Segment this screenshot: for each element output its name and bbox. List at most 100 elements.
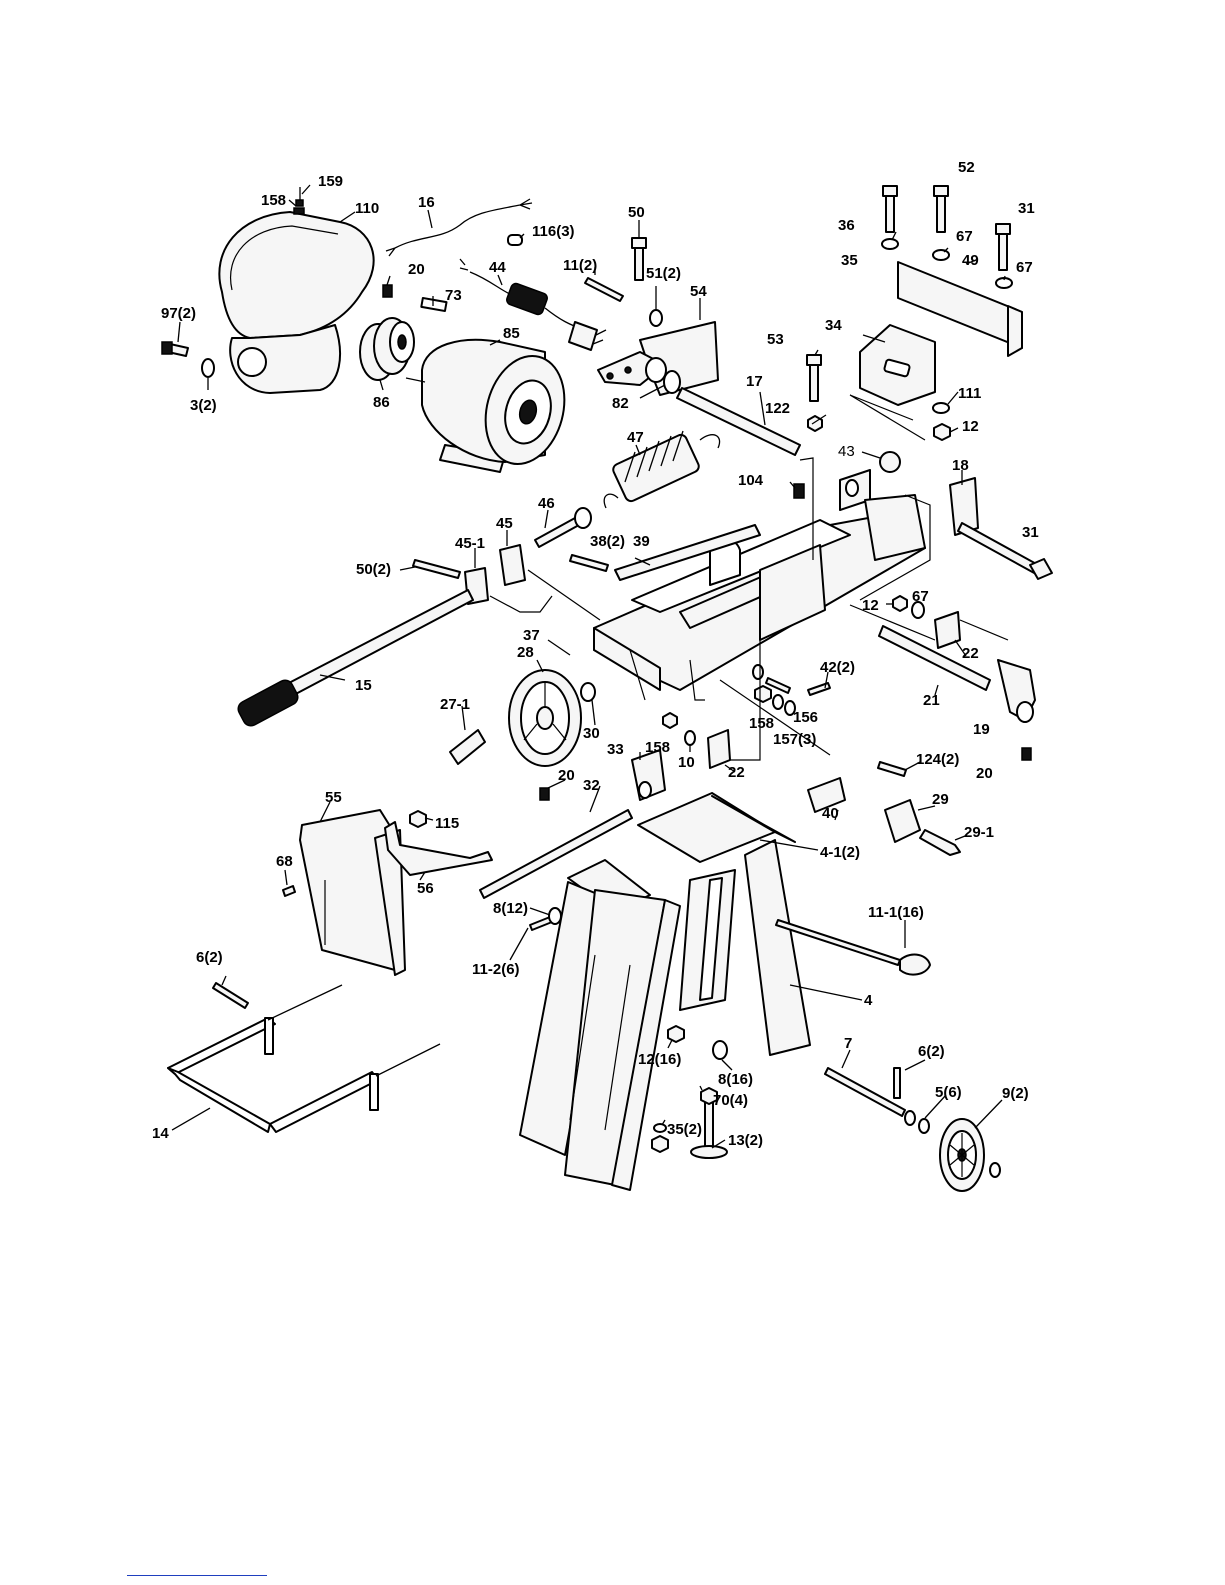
bolt-11-1 [899,953,931,976]
callout-54: 54 [690,283,707,300]
pivot-bushing-43 [879,451,901,473]
saw-base [593,469,926,691]
pulley [359,317,415,381]
callout-67c: 67 [912,588,929,605]
bracket-22a [934,611,961,649]
callout-51: 51(2) [646,265,681,282]
callout-16: 16 [418,194,435,211]
stop-18 [949,477,979,536]
pin-6b [893,1067,901,1099]
washer-111 [932,402,950,414]
callout-31: 31 [1022,524,1039,541]
footer-link-underline[interactable] [127,1575,267,1576]
knob-27-1 [449,729,486,765]
callout-67a: 67 [956,228,973,245]
screw-124 [877,761,907,777]
shelf-frame [167,984,441,1133]
callout-32: 32 [583,777,600,794]
callout-12c: 12(16) [638,1051,681,1068]
callout-157: 157(3) [773,731,816,748]
washer-82 [663,370,681,394]
callout-21: 21 [923,692,940,709]
rod-21 [878,625,991,691]
screw-156 [765,677,791,694]
screw-97 [161,341,215,378]
washer-157b [784,700,796,716]
callout-8a: 8(12) [493,900,528,917]
screw-42 [807,682,831,696]
callout-97: 97(2) [161,305,196,322]
bolt-50 [631,237,647,281]
callout-3: 3(2) [190,397,217,414]
washer-5b [918,1118,930,1134]
bolt-36 [882,185,898,233]
bracket-22b [707,729,731,769]
key-73 [420,296,448,313]
shaft-17 [676,387,801,456]
callout-47: 47 [627,429,644,446]
callout-70: 70(4) [713,1092,748,1109]
callout-8b: 8(16) [718,1071,753,1088]
callout-156: 156 [793,709,818,726]
callout-45-1: 45-1 [455,535,485,552]
plate-39 [614,524,761,581]
callout-31-top: 31 [1018,200,1035,217]
callout-22b: 22 [728,764,745,781]
callout-40: 40 [822,805,839,822]
callout-55: 55 [325,789,342,806]
callout-42: 42(2) [820,659,855,676]
callout-158c: 158 [645,739,670,756]
washer-8a [548,907,562,925]
washer-5a [904,1110,916,1126]
callout-33: 33 [607,741,624,758]
callout-158b: 158 [749,715,774,732]
callout-9: 9(2) [1002,1085,1029,1102]
washer-157c [752,664,764,680]
callout-110: 110 [355,200,379,217]
washer-67c [911,601,925,619]
callout-73: 73 [445,287,462,304]
washer-8b [712,1040,728,1060]
pin-6a [212,982,249,1009]
set-screw-104 [793,483,805,499]
callout-124: 124(2) [916,751,959,768]
callout-159: 159 [318,173,343,190]
callout-56: 56 [417,880,434,897]
wire-nut-116 [507,234,523,246]
callout-11: 11(2) [563,257,597,274]
callout-53: 53 [767,331,784,348]
callout-39: 39 [633,533,650,550]
callout-28: 28 [517,644,534,661]
washer-5c [989,1162,1001,1178]
power-cord [394,204,521,249]
wheel [939,1118,985,1192]
callout-29-1: 29-1 [964,824,994,841]
callout-22a: 22 [962,645,979,662]
switch-29 [884,799,921,843]
bolt-11 [584,277,624,302]
callout-4-1: 4-1(2) [820,844,860,861]
callout-36: 36 [838,217,855,234]
bracket-45 [499,544,526,586]
callout-7: 7 [844,1035,852,1052]
callout-38: 38(2) [590,533,625,550]
bolt-52 [933,185,949,233]
switch-key-29-1 [919,829,961,856]
motor-bracket [597,321,719,396]
screw-38 [569,554,609,572]
nut-115 [409,810,427,828]
nut-12 [933,423,951,441]
nut-70 [700,1087,718,1105]
callout-14: 14 [152,1125,169,1142]
callout-20-right: 20 [976,765,993,782]
callout-11-2: 11-2(6) [472,961,520,978]
chip-tray [299,809,406,976]
callout-52: 52 [958,159,975,176]
callout-49: 49 [962,252,979,269]
washer-35b [653,1123,667,1133]
callout-35: 35 [841,252,858,269]
callout-44: 44 [489,259,506,276]
plug-cord [459,258,607,351]
callout-46: 46 [538,495,555,512]
